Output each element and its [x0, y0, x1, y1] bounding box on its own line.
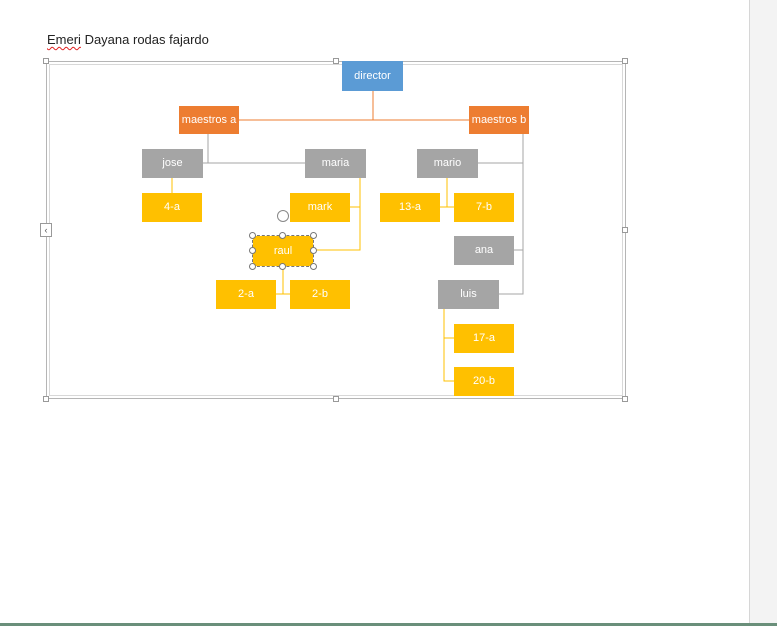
selection-handle-bottom-right[interactable]	[310, 263, 317, 270]
node-ana[interactable]: ana	[454, 236, 514, 265]
node-label: 4-a	[164, 201, 180, 213]
connector-lines	[171, 91, 524, 382]
node-13a[interactable]: 13-a	[380, 193, 440, 222]
connector-raul-children	[276, 266, 284, 295]
node-label: luis	[460, 288, 477, 300]
selection-handle-top-right[interactable]	[310, 232, 317, 239]
node-label: 13-a	[398, 201, 422, 213]
document-text-line[interactable]: Emeri Dayana rodas fajardo	[47, 32, 209, 47]
frame-handle-top[interactable]	[333, 58, 339, 64]
node-label: maria	[321, 157, 350, 169]
connector-maestros-b-luis	[499, 134, 524, 295]
node-label: raul	[273, 244, 293, 257]
frame-handle-bottom[interactable]	[333, 396, 339, 402]
node-label: ana	[474, 244, 494, 256]
node-label: maestros a	[181, 113, 237, 126]
selection-handle-top-left[interactable]	[249, 232, 256, 239]
selection-handle-top[interactable]	[279, 232, 286, 239]
node-label: director	[354, 69, 391, 82]
node-maria[interactable]: maria	[305, 149, 366, 178]
node-raul[interactable]: raul	[253, 236, 313, 266]
connector-luis-children	[443, 309, 454, 382]
frame-handle-right[interactable]	[622, 227, 628, 233]
document-page	[0, 0, 749, 626]
node-2b[interactable]: 2-b	[290, 280, 350, 309]
node-label: 7-b	[476, 201, 492, 213]
node-jose[interactable]: jose	[142, 149, 203, 178]
node-maestros-a[interactable]: maestros a	[179, 106, 239, 134]
node-label: 17-a	[472, 332, 496, 344]
node-maestros-b[interactable]: maestros b	[469, 106, 529, 134]
node-20b[interactable]: 20-b	[454, 367, 514, 396]
selection-handle-bottom[interactable]	[279, 263, 286, 270]
selection-handle-left[interactable]	[249, 247, 256, 254]
frame-handle-top-left[interactable]	[43, 58, 49, 64]
status-bar-edge	[0, 623, 777, 626]
node-4a[interactable]: 4-a	[142, 193, 202, 222]
node-label: maestros b	[471, 113, 527, 126]
connector-mario-children	[440, 178, 448, 208]
connector-director-maestros	[239, 91, 374, 121]
node-7b[interactable]: 7-b	[454, 193, 514, 222]
connector-maria-raul	[314, 178, 361, 251]
selection-handle-bottom-left[interactable]	[249, 263, 256, 270]
node-label: 2-a	[238, 288, 254, 300]
frame-handle-bottom-right[interactable]	[622, 396, 628, 402]
node-mark[interactable]: mark	[290, 193, 350, 222]
node-label: mark	[307, 201, 333, 213]
spellcheck-word[interactable]: Emeri	[47, 32, 81, 47]
node-luis[interactable]: luis	[438, 280, 499, 309]
connector-maestros-a-jose	[203, 134, 209, 164]
frame-handle-bottom-left[interactable]	[43, 396, 49, 402]
node-label: 20-b	[472, 375, 496, 387]
node-2a[interactable]: 2-a	[216, 280, 276, 309]
frame-handle-top-right[interactable]	[622, 58, 628, 64]
rotate-handle-icon[interactable]	[277, 210, 289, 222]
node-director[interactable]: director	[342, 61, 403, 91]
node-label: 2-b	[312, 288, 328, 300]
node-label: mario	[433, 157, 462, 169]
node-mario[interactable]: mario	[417, 149, 478, 178]
vertical-scroll-area[interactable]	[749, 0, 777, 626]
text-pane-toggle-icon[interactable]: ‹	[40, 223, 52, 237]
node-label: jose	[162, 157, 183, 169]
selection-handle-right[interactable]	[310, 247, 317, 254]
node-17a[interactable]: 17-a	[454, 324, 514, 353]
document-text-rest: Dayana rodas fajardo	[80, 32, 209, 47]
